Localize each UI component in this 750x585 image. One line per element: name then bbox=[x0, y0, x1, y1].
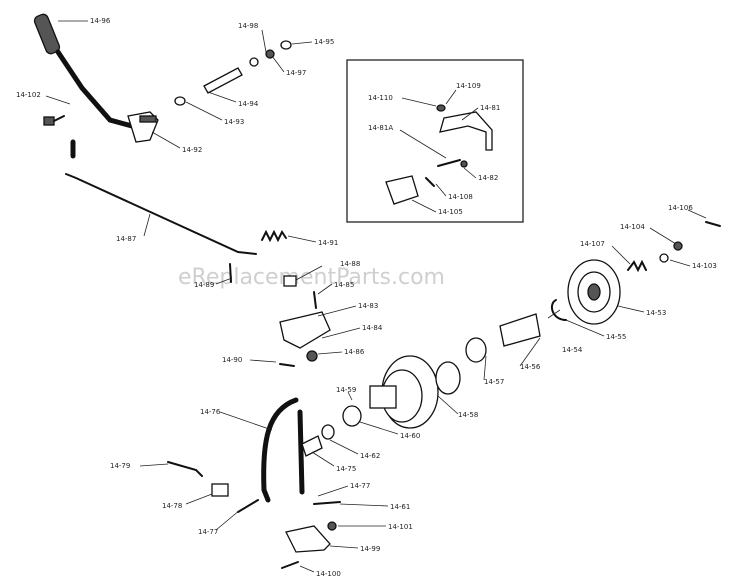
label-14-77-upper: 14-77 bbox=[350, 482, 370, 490]
label-14-90: 14-90 bbox=[222, 356, 242, 364]
clip-14-55 bbox=[550, 299, 567, 321]
bearing-14-59 bbox=[342, 405, 362, 427]
spring-14-91 bbox=[261, 229, 287, 243]
part-labels: 14-96 14-98 14-95 14-97 14-102 14-94 14-… bbox=[16, 17, 717, 578]
label-14-85: 14-85 bbox=[334, 281, 354, 289]
label-14-109: 14-109 bbox=[456, 82, 481, 90]
label-14-103: 14-103 bbox=[692, 262, 717, 270]
inset-bolt-14-81a bbox=[437, 159, 461, 167]
label-14-98: 14-98 bbox=[238, 22, 258, 30]
plate-14-83 bbox=[279, 311, 331, 349]
label-14-56: 14-56 bbox=[520, 363, 541, 371]
label-14-75: 14-75 bbox=[336, 465, 356, 473]
latch-14-78 bbox=[211, 483, 229, 497]
label-14-101: 14-101 bbox=[388, 523, 413, 531]
watermark-text: eReplacementParts.com bbox=[178, 265, 445, 290]
inset-pad-14-105 bbox=[385, 175, 419, 205]
pin-14-77 bbox=[237, 499, 259, 513]
bracket-14-99 bbox=[285, 525, 331, 553]
label-14-60: 14-60 bbox=[400, 432, 420, 440]
label-14-96: 14-96 bbox=[90, 17, 111, 25]
label-14-107: 14-107 bbox=[580, 240, 605, 248]
label-14-87: 14-87 bbox=[116, 235, 136, 243]
pin-14-90 bbox=[279, 363, 295, 367]
inset-bolt-14-108 bbox=[425, 177, 435, 187]
label-14-77-lower: 14-77 bbox=[198, 528, 218, 536]
inset-nut-14-82 bbox=[460, 160, 468, 168]
nut-14-86 bbox=[306, 350, 318, 362]
shaft-14-75 bbox=[301, 435, 323, 457]
label-14-54: 14-54 bbox=[562, 346, 583, 354]
label-14-79: 14-79 bbox=[110, 462, 130, 470]
nut-14-101 bbox=[327, 521, 337, 531]
label-14-82: 14-82 bbox=[478, 174, 498, 182]
label-14-83: 14-83 bbox=[358, 302, 378, 310]
label-14-59: 14-59 bbox=[336, 386, 356, 394]
label-14-92: 14-92 bbox=[182, 146, 202, 154]
bracket-14-88 bbox=[283, 275, 297, 287]
label-14-57: 14-57 bbox=[484, 378, 504, 386]
label-14-93: 14-93 bbox=[224, 118, 244, 126]
label-14-84: 14-84 bbox=[362, 324, 383, 332]
bolt-14-85 bbox=[313, 291, 317, 309]
pin-14-61 bbox=[313, 501, 341, 505]
bolt-14-102 bbox=[43, 115, 65, 126]
pulley-14-53 bbox=[567, 259, 621, 325]
label-14-97: 14-97 bbox=[286, 69, 306, 77]
pedal-lever-assembly bbox=[33, 13, 159, 143]
pin-14-94 bbox=[203, 67, 243, 94]
label-14-105: 14-105 bbox=[438, 208, 463, 216]
hub-14-58 bbox=[369, 355, 461, 429]
clip-14-89 bbox=[229, 263, 232, 283]
label-14-110: 14-110 bbox=[368, 94, 393, 102]
label-14-58: 14-58 bbox=[458, 411, 478, 419]
label-14-95: 14-95 bbox=[314, 38, 334, 46]
label-14-91: 14-91 bbox=[318, 239, 338, 247]
bolt-14-100 bbox=[281, 561, 299, 569]
washers-14-93 bbox=[174, 40, 292, 106]
label-14-81: 14-81 bbox=[480, 104, 500, 112]
spring-14-107 bbox=[627, 259, 647, 273]
label-14-53: 14-53 bbox=[646, 309, 666, 317]
pedal-arm-14-76 bbox=[261, 397, 305, 503]
ring-14-57 bbox=[465, 337, 487, 363]
sleeve-14-56 bbox=[499, 313, 541, 347]
label-14-81a: 14-81A bbox=[368, 124, 393, 132]
label-14-55: 14-55 bbox=[606, 333, 626, 341]
rod-14-87 bbox=[65, 173, 257, 255]
label-14-100: 14-100 bbox=[316, 570, 341, 578]
spring-14-79 bbox=[167, 461, 203, 477]
label-14-61: 14-61 bbox=[390, 503, 410, 511]
inset-bracket-14-81 bbox=[436, 104, 493, 151]
label-14-86: 14-86 bbox=[344, 348, 365, 356]
label-14-78: 14-78 bbox=[162, 502, 182, 510]
washer-14-60 bbox=[321, 424, 335, 440]
label-14-108: 14-108 bbox=[448, 193, 473, 201]
label-14-102: 14-102 bbox=[16, 91, 41, 99]
label-14-76: 14-76 bbox=[200, 408, 221, 416]
pin-14-106 bbox=[705, 221, 721, 227]
washer-14-103 bbox=[659, 253, 669, 263]
label-14-88: 14-88 bbox=[340, 260, 360, 268]
label-14-94: 14-94 bbox=[238, 100, 259, 108]
inset-box bbox=[346, 59, 524, 223]
label-14-104: 14-104 bbox=[620, 223, 645, 231]
leader-lines bbox=[45, 20, 707, 573]
label-14-99: 14-99 bbox=[360, 545, 380, 553]
label-14-89: 14-89 bbox=[194, 281, 214, 289]
label-14-106: 14-106 bbox=[668, 204, 693, 212]
label-14-62: 14-62 bbox=[360, 452, 380, 460]
